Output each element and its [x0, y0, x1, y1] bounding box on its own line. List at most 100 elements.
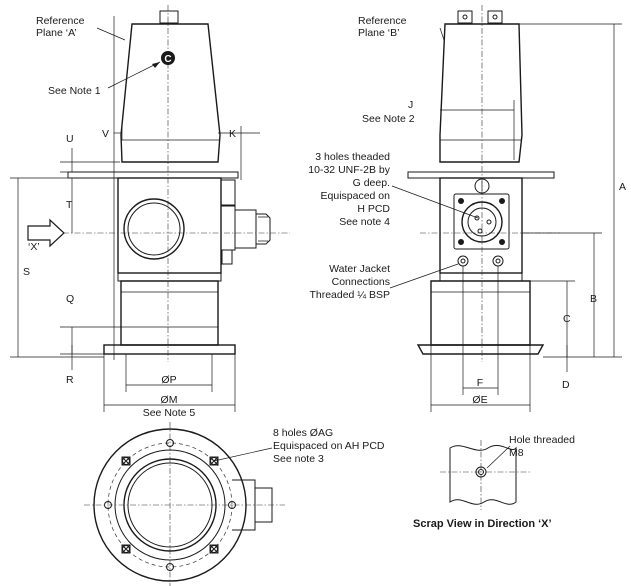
mark-1 — [121, 456, 131, 466]
neck-ring — [117, 272, 222, 282]
water-jacket-leader — [389, 263, 459, 289]
plate-screw-2 — [499, 198, 505, 204]
plate-screw-3 — [458, 239, 464, 245]
top-flange-right — [407, 171, 555, 179]
bolt-holes-line-2: Equispaced on AH PCD — [273, 440, 385, 452]
dim-p-label: ØP — [161, 374, 176, 386]
hole-threaded-leader — [486, 445, 511, 469]
port-inner — [127, 202, 181, 256]
top-pin-left — [457, 10, 473, 24]
dim-f-label: F — [477, 377, 483, 389]
neck-ring-right — [439, 272, 523, 282]
mark-2 — [209, 456, 219, 466]
dim-k-label: K — [229, 128, 236, 140]
plate-screw-1 — [458, 198, 464, 204]
water-connection-right — [492, 255, 504, 267]
dim-j-label: J — [408, 99, 413, 111]
mark-1-x — [121, 456, 131, 466]
threaded-holes-line-6: See note 4 — [339, 216, 390, 228]
ref-b-leader — [439, 27, 445, 41]
note1-arrow — [152, 62, 160, 68]
water-connection-right-inner — [495, 258, 501, 264]
ref-plane-a-label-1: Reference — [36, 15, 85, 27]
dim-e-label: ØE — [472, 394, 487, 406]
m8-hole-inner — [478, 469, 484, 475]
mark-3-x — [121, 544, 131, 554]
callout-c-dot — [161, 51, 175, 65]
ref-plane-a-label-2: Plane ‘A’ — [36, 27, 77, 39]
top-pin-right — [487, 10, 503, 24]
nut-lines — [258, 216, 268, 242]
hole-threaded-line-2: M8 — [509, 447, 524, 459]
plan-view — [84, 422, 285, 586]
bottom-flange — [103, 344, 236, 355]
mounting-marks — [121, 456, 219, 554]
dim-a-label: A — [619, 181, 626, 193]
top-flange — [67, 171, 239, 179]
dim-c-label: C — [563, 313, 571, 325]
threaded-holes-line-2: 10-32 UNF-2B by — [308, 164, 390, 176]
water-connection-left — [457, 255, 469, 267]
side-block-upper — [220, 179, 236, 206]
lower-body-right — [430, 280, 531, 346]
plate-screw-4 — [499, 239, 505, 245]
note-5-label: See Note 5 — [143, 407, 196, 419]
water-jacket-line-3: Threaded ¼ BSP — [309, 289, 390, 301]
threaded-holes-line-4: Equispaced on — [321, 190, 391, 202]
threaded-hole-3 — [477, 228, 483, 234]
side-housing — [235, 209, 257, 249]
top-pin — [159, 10, 179, 24]
side-block — [220, 205, 236, 251]
left-elevation-view: C — [10, 5, 290, 412]
dim-s-label: S — [23, 266, 30, 278]
bolt-holes-line-3: See note 3 — [273, 453, 324, 465]
threaded-holes-leader — [391, 185, 479, 219]
connector-plate — [453, 193, 510, 250]
threaded-hole-2 — [486, 219, 492, 225]
pin-left-hole — [462, 14, 468, 20]
dim-v-label: V — [102, 128, 109, 140]
threaded-holes-line-3: G deep. — [353, 177, 390, 189]
mark-3 — [121, 544, 131, 554]
dim-b-label: B — [590, 293, 597, 305]
bottom-flange-right — [416, 344, 545, 355]
right-elevation-view — [389, 5, 622, 412]
dim-u-label: U — [66, 133, 74, 145]
mark-4-x — [209, 544, 219, 554]
dim-m-label: ØM — [161, 394, 178, 406]
main-body — [117, 177, 222, 274]
direction-x-label: ‘X’ — [28, 241, 40, 253]
bolt-pcd — [107, 442, 233, 568]
m8-hole-outer — [475, 466, 487, 478]
dim-d-label: D — [562, 379, 570, 391]
scrap-section-outline — [449, 444, 517, 505]
cover-body-right — [439, 23, 523, 163]
mark-4 — [209, 544, 219, 554]
plan-side-block — [232, 479, 256, 531]
main-body-right — [439, 177, 523, 274]
water-jacket-line-2: Connections — [332, 276, 390, 288]
threaded-holes-line-1: 3 holes theaded — [315, 151, 390, 163]
note1-leader — [107, 61, 161, 89]
dim-t-label: T — [66, 199, 73, 211]
ref-plane-b-label-2: Plane ‘B’ — [358, 27, 399, 39]
side-connector-nut — [256, 213, 271, 245]
side-stub — [221, 249, 233, 265]
scrap-view-title: Scrap View in Direction ‘X’ — [413, 518, 552, 530]
callout-c-letter: C — [164, 54, 171, 65]
threaded-holes-line-5: H PCD — [357, 203, 390, 215]
pin-right-hole — [492, 14, 498, 20]
ref-a-leader — [96, 27, 126, 41]
bolt-holes-leader — [213, 447, 273, 462]
lower-body — [120, 280, 219, 346]
cover-body — [120, 23, 221, 163]
port-outer — [123, 198, 185, 260]
note-1-label: See Note 1 — [48, 85, 101, 97]
ref-plane-b-label-1: Reference — [358, 15, 407, 27]
scrap-view — [440, 440, 530, 510]
note-2-label: See Note 2 — [362, 113, 415, 125]
hole-threaded-line-1: Hole threaded — [509, 434, 575, 446]
bolt-holes-line-1: 8 holes ØAG — [273, 427, 333, 439]
dim-r-label: R — [66, 374, 74, 386]
